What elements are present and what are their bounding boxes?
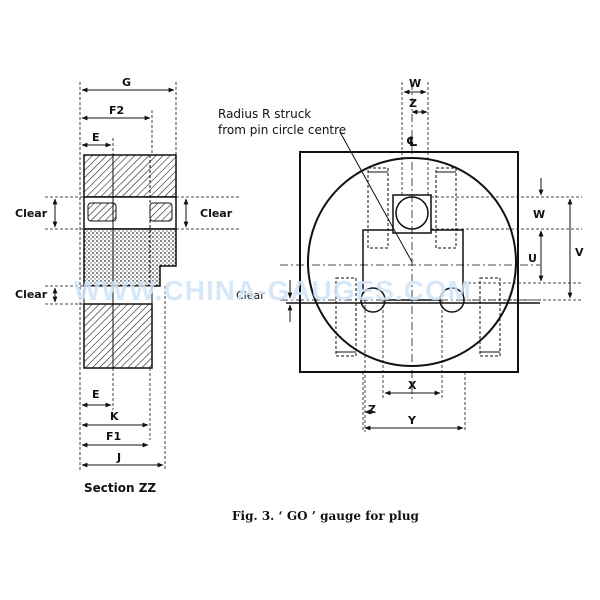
dim-K: K <box>110 410 119 423</box>
dim-E-bottom: E <box>92 388 100 401</box>
clear-label-left-bottom: Clear <box>15 288 48 301</box>
section-pin-right <box>149 202 173 222</box>
front-label-Y: Y <box>407 414 417 427</box>
front-label-V: V <box>575 246 584 259</box>
section-bottom-block <box>83 303 153 369</box>
dim-E-top: E <box>92 131 100 144</box>
watermark: WWW.CHINA-GAUGES.COM <box>74 275 472 306</box>
section-top-block <box>83 154 177 198</box>
front-label-U: U <box>528 252 537 265</box>
figure-caption: Fig. 3. ‘ GO ’ gauge for plug <box>232 509 420 523</box>
front-label-Z-top: Z <box>409 97 417 110</box>
section-view: G F2 E E K F1 J Clear Clear Clear Sectio… <box>15 76 240 495</box>
radius-annotation-line2: from pin circle centre <box>218 123 346 137</box>
clear-label-right: Clear <box>200 207 233 220</box>
front-label-Z-bottom: Z <box>368 403 376 416</box>
clear-label-left-top: Clear <box>15 207 48 220</box>
front-label-W-top: W <box>409 77 421 90</box>
radius-annotation-line1: Radius R struck <box>218 107 311 121</box>
radius-leader <box>339 131 413 263</box>
centreline-symbol: ℄ <box>406 135 418 150</box>
dim-F1: F1 <box>106 430 121 443</box>
front-label-W-right: W <box>533 208 545 221</box>
front-label-X: X <box>408 379 417 392</box>
section-pin-left <box>87 202 117 222</box>
dim-F2: F2 <box>109 104 124 117</box>
dim-G: G <box>122 76 131 89</box>
section-caption: Section ZZ <box>84 481 156 495</box>
front-view: Radius R struck from pin circle centre W… <box>218 77 584 432</box>
dim-J: J <box>116 451 121 464</box>
front-clear-label: Clear <box>236 289 265 302</box>
